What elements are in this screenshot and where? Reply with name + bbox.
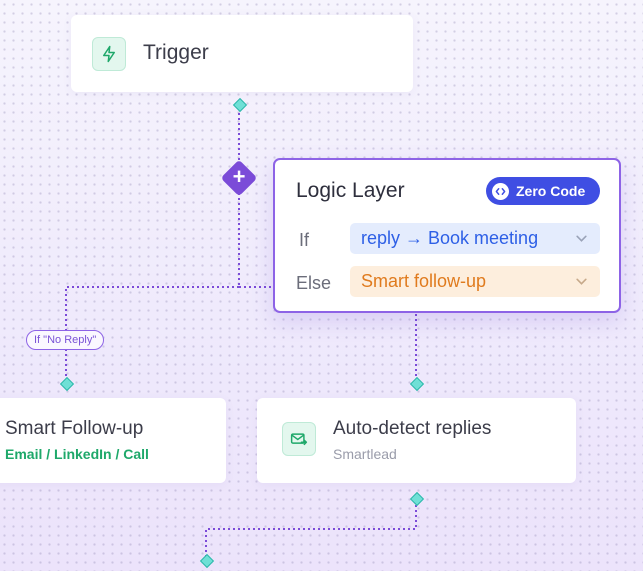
smart-followup-channels: Email / LinkedIn / Call: [5, 446, 149, 462]
branch-condition-label: If "No Reply": [26, 330, 105, 350]
smart-followup-node[interactable]: Smart Follow-up Email / LinkedIn / Call: [0, 398, 226, 483]
logic-layer-title: Logic Layer: [296, 179, 405, 202]
logic-layer-node[interactable]: Logic Layer Zero Code If reply → Book me…: [273, 158, 621, 313]
lightning-icon: [103, 45, 115, 63]
else-label: Else: [296, 273, 332, 293]
if-action-select[interactable]: reply → Book meeting: [350, 223, 600, 254]
connector-split-to-followup: [65, 286, 239, 382]
chevron-down-icon: [576, 235, 587, 242]
zero-code-badge: Zero Code: [486, 177, 600, 205]
chevron-down-icon: [576, 278, 587, 285]
trigger-icon-box: [92, 37, 126, 71]
auto-detect-node[interactable]: Auto-detect replies Smartlead: [257, 398, 576, 483]
else-action-value: Smart follow-up: [361, 271, 487, 291]
auto-detect-title: Auto-detect replies: [333, 418, 492, 439]
trigger-node[interactable]: Trigger: [71, 15, 413, 92]
plus-icon: +: [232, 164, 246, 189]
else-action-select[interactable]: Smart follow-up: [350, 266, 600, 297]
auto-detect-source: Smartlead: [333, 446, 397, 462]
zero-code-label: Zero Code: [516, 183, 586, 199]
if-action-value: reply → Book meeting: [361, 228, 539, 248]
mail-reply-icon: [290, 433, 308, 446]
smart-followup-title: Smart Follow-up: [5, 418, 144, 439]
trigger-title: Trigger: [143, 41, 209, 64]
auto-detect-icon-box: [282, 422, 316, 456]
if-label: If: [299, 230, 310, 250]
code-icon: [492, 182, 509, 200]
connector-autodetect-down: [205, 500, 417, 560]
